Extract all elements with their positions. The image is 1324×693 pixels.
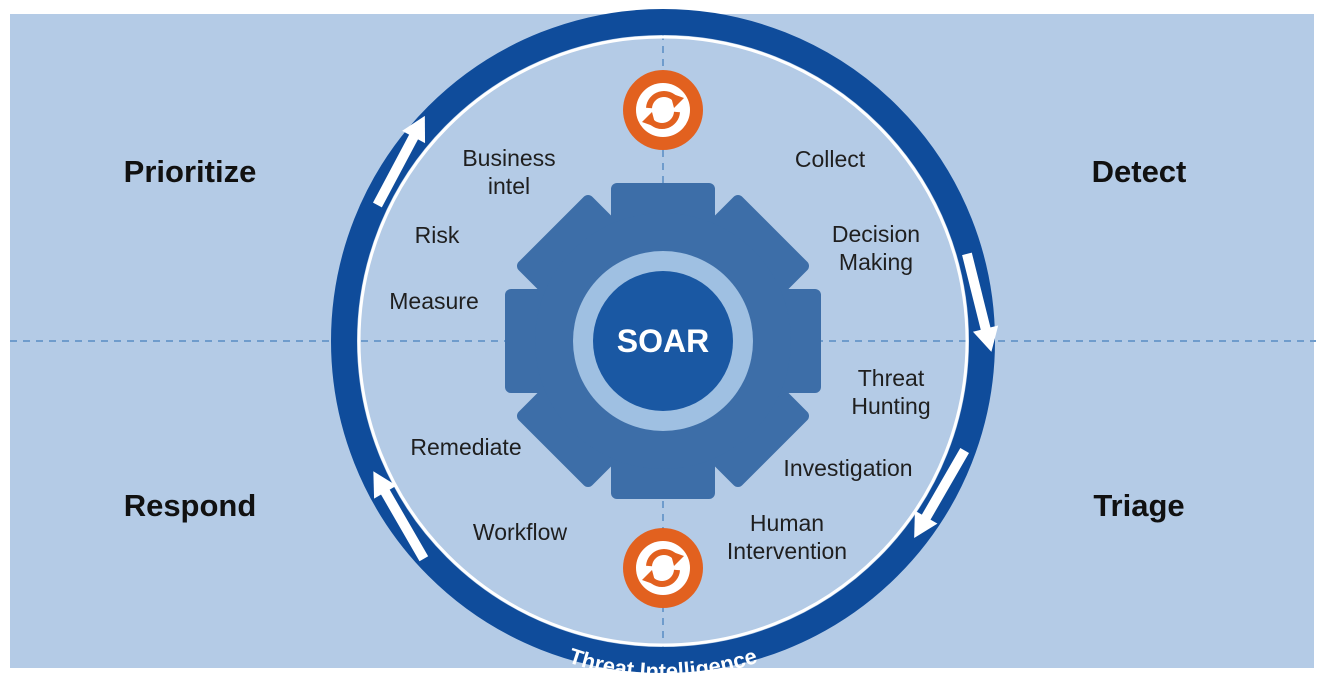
label-investigation: Investigation [783,455,913,481]
label-workflow: Workflow [472,519,568,545]
arrow-left-top [373,115,426,208]
label-collect: Collect [794,146,866,172]
label-decision-making: Decision Making [831,221,921,275]
sync-icon [623,528,703,608]
arrow-right-bottom [962,252,999,352]
label-measure: Measure [389,288,479,314]
quadrant-respond: Respond [123,488,257,523]
label-risk: Risk [414,222,460,248]
quadrant-triage: Triage [1093,488,1185,523]
label-remediate: Remediate [410,434,522,460]
flow-arrows [373,115,999,562]
quadrant-detect: Detect [1091,154,1187,189]
arrow-right-top [914,448,969,538]
label-business-intel: Business intel [462,145,556,199]
gear-hub [593,271,733,411]
quadrant-prioritize: Prioritize [123,154,257,189]
ring-inner-edge [357,35,969,647]
label-human-intervention: Human Intervention [726,510,848,564]
gear [505,183,821,499]
label-threat-hunting: Threat Hunting [851,365,931,419]
center-label: SOAR [617,323,709,359]
sync-icon [623,70,703,150]
arrow-left-bottom [373,471,429,562]
